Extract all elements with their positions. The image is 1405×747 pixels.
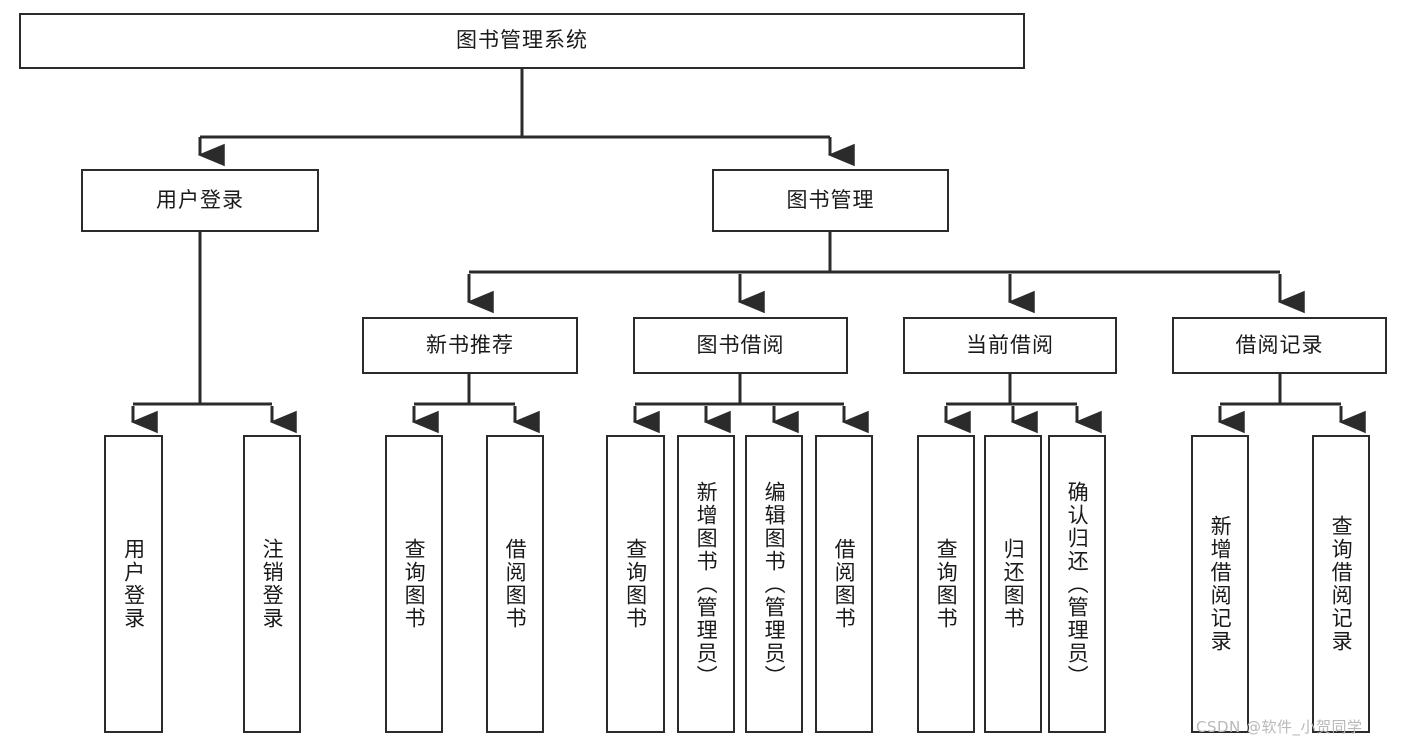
- node-leaf-add-record-label: 新增借阅记录: [1208, 515, 1233, 653]
- node-new-book-recommend[interactable]: 新书推荐: [362, 317, 578, 374]
- node-book-borrow-label: 图书借阅: [696, 332, 785, 357]
- node-leaf-confirm-return[interactable]: 确认归还（管理员）: [1048, 435, 1106, 733]
- edges-root-to-level2: [198, 69, 832, 152]
- node-book-manage-label: 图书管理: [786, 187, 875, 212]
- edges-newbook-to-leaves: [414, 374, 515, 406]
- node-leaf-user-logout[interactable]: 注销登录: [243, 435, 301, 733]
- node-leaf-return-book[interactable]: 归还图书: [984, 435, 1042, 733]
- node-leaf-user-logout-label: 注销登录: [260, 538, 285, 630]
- edges-bookborrow-to-leaves: [635, 374, 844, 406]
- node-user-login[interactable]: 用户登录: [81, 169, 319, 232]
- node-leaf-query-record[interactable]: 查询借阅记录: [1312, 435, 1370, 733]
- node-leaf-query-book-2[interactable]: 查询图书: [606, 435, 665, 733]
- arrowheads-newbook-leaves: [411, 406, 540, 434]
- node-leaf-borrow-book-2[interactable]: 借阅图书: [815, 435, 873, 733]
- node-root[interactable]: 图书管理系统: [19, 13, 1025, 69]
- node-leaf-return-book-label: 归还图书: [1001, 538, 1026, 630]
- node-current-borrow-label: 当前借阅: [966, 332, 1054, 357]
- node-leaf-edit-book-label: 编辑图书（管理员）: [762, 480, 787, 688]
- node-book-manage[interactable]: 图书管理: [712, 169, 949, 232]
- arrowheads-level2: [197, 140, 855, 167]
- node-root-label: 图书管理系统: [456, 28, 588, 53]
- edges-userlogin-to-leaves: [133, 232, 272, 406]
- node-current-borrow[interactable]: 当前借阅: [903, 317, 1117, 374]
- node-leaf-confirm-return-label: 确认归还（管理员）: [1065, 480, 1090, 688]
- arrowheads-borrowrecord-leaves: [1217, 406, 1366, 434]
- node-leaf-query-book-2-label: 查询图书: [623, 538, 648, 630]
- node-leaf-query-book-1[interactable]: 查询图书: [385, 435, 443, 733]
- edges-bookmanage-to-level3: [469, 232, 1280, 274]
- node-leaf-borrow-book-2-label: 借阅图书: [832, 538, 857, 630]
- edges-borrowrecord-to-leaves: [1220, 374, 1341, 406]
- node-borrow-record-label: 借阅记录: [1235, 332, 1324, 357]
- node-borrow-record[interactable]: 借阅记录: [1172, 317, 1387, 374]
- node-new-book-recommend-label: 新书推荐: [426, 332, 514, 357]
- arrowheads-bookborrow-leaves: [632, 406, 869, 434]
- node-leaf-query-book-1-label: 查询图书: [402, 538, 427, 630]
- node-leaf-borrow-book-1-label: 借阅图书: [503, 538, 528, 630]
- node-leaf-borrow-book-1[interactable]: 借阅图书: [486, 435, 544, 733]
- arrowheads-currentborrow-leaves: [943, 406, 1102, 434]
- node-leaf-add-book[interactable]: 新增图书（管理员）: [677, 435, 735, 733]
- edges-currentborrow-to-leaves: [946, 374, 1077, 406]
- node-book-borrow[interactable]: 图书借阅: [633, 317, 848, 374]
- node-leaf-add-record[interactable]: 新增借阅记录: [1191, 435, 1249, 733]
- node-leaf-add-book-label: 新增图书（管理员）: [694, 480, 719, 688]
- node-leaf-query-record-label: 查询借阅记录: [1329, 515, 1354, 653]
- node-leaf-user-login[interactable]: 用户登录: [104, 435, 163, 733]
- arrowheads-userlogin-leaves: [130, 406, 297, 434]
- node-leaf-edit-book[interactable]: 编辑图书（管理员）: [745, 435, 803, 733]
- node-user-login-label: 用户登录: [156, 187, 244, 212]
- node-leaf-query-book-3-label: 查询图书: [934, 538, 959, 630]
- csdn-watermark: CSDN @软件_小贺同学: [1196, 718, 1363, 736]
- node-leaf-query-book-3[interactable]: 查询图书: [917, 435, 975, 733]
- node-leaf-user-login-label: 用户登录: [121, 538, 146, 630]
- arrowheads-level3: [466, 274, 1305, 314]
